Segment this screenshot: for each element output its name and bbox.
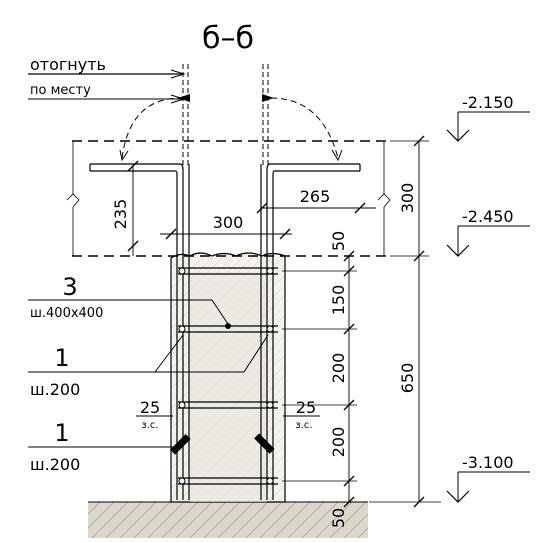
stirrups xyxy=(178,267,278,485)
dim-150: 150 xyxy=(329,285,348,316)
callout-mark-3: 3 xyxy=(62,273,77,301)
level-marker-3: -3.100 xyxy=(446,453,530,503)
spacer-right xyxy=(254,433,275,454)
callout-spec-1b: ш.200 xyxy=(30,455,80,474)
callout-spec-1a: ш.200 xyxy=(30,380,80,399)
callout-spec-3: ш.400x400 xyxy=(30,306,103,321)
dim-300-top: 300 xyxy=(213,213,244,232)
level-label-1: -2.150 xyxy=(462,93,514,112)
callout-mark-1b: 1 xyxy=(54,419,69,447)
dim-200-b: 200 xyxy=(329,427,348,458)
dim-265: 265 xyxy=(300,187,331,206)
cover-left-unit: з.с. xyxy=(141,420,158,431)
ground-hatch xyxy=(88,502,368,540)
cover-right-value: 25 xyxy=(296,398,316,417)
callout-mark-1a: 1 xyxy=(54,344,69,372)
spacer-left xyxy=(170,434,191,455)
note-line1: отогнуть xyxy=(30,55,106,74)
level-marker-2: -2.450 xyxy=(446,207,530,257)
section-title: б–б xyxy=(202,21,254,56)
level-marker-1: -2.150 xyxy=(446,93,530,142)
dim-300-right: 300 xyxy=(398,183,417,214)
dim-650: 650 xyxy=(398,363,417,394)
dim-50-bot: 50 xyxy=(329,508,348,528)
cover-right-unit: з.с. xyxy=(295,420,312,431)
dim-50-top: 50 xyxy=(329,231,348,251)
dim-235: 235 xyxy=(111,199,130,230)
cover-left-value: 25 xyxy=(140,398,160,417)
level-label-3: -3.100 xyxy=(462,453,514,472)
level-label-2: -2.450 xyxy=(462,207,514,226)
note-line2: по месту xyxy=(30,83,91,98)
dim-200-a: 200 xyxy=(329,353,348,384)
